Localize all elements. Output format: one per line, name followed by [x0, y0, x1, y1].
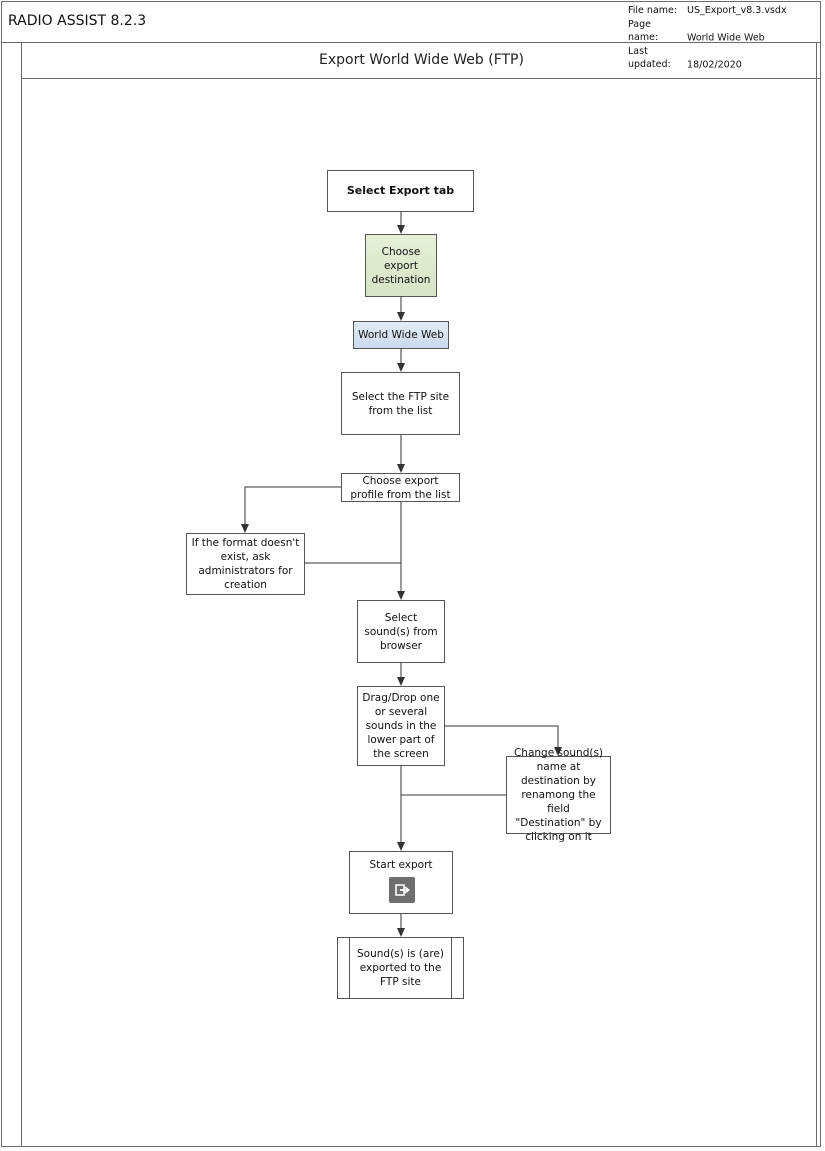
choose-profile-label: Choose export profile from the list [350, 474, 451, 501]
start-export-step: Start export [349, 851, 453, 914]
select-sounds-step: Select sound(s) from browser [357, 600, 445, 663]
swimlane-left-border [1, 43, 22, 1147]
last-updated-value: 18/02/2020 [687, 59, 742, 70]
world-wide-web-label: World Wide Web [358, 329, 444, 341]
page-name-row: Page name: World Wide Web [628, 18, 787, 45]
drag-drop-step: Drag/Drop one or several sounds in the l… [357, 686, 445, 766]
choose-profile-step: Choose export profile from the list [341, 473, 460, 502]
subprocess-left-bar [349, 938, 350, 998]
file-name-label: File name: [628, 5, 678, 16]
connector-profile-to-format [241, 486, 341, 533]
swimlane-right-border [816, 43, 821, 1147]
select-sounds-label: Select sound(s) from browser [364, 611, 438, 652]
select-ftp-site-step: Select the FTP site from the list [341, 372, 460, 435]
document-meta: File name: US_Export_v8.3.vsdx Page name… [628, 4, 787, 72]
select-ftp-site-label: Select the FTP site from the list [351, 390, 450, 417]
page-name-label: Page name: [628, 18, 659, 44]
last-updated-label: Last updated: [628, 45, 671, 71]
select-export-tab-label: Select Export tab [346, 184, 455, 197]
swimlane-title: Export World Wide Web (FTP) [319, 52, 524, 68]
drag-drop-label: Drag/Drop one or several sounds in the l… [362, 692, 440, 760]
page-header: RADIO ASSIST 8.2.3 File name: US_Export_… [1, 1, 821, 70]
app-title: RADIO ASSIST 8.2.3 [8, 13, 147, 29]
connector-drag-to-change [445, 725, 562, 756]
page-name-value: World Wide Web [687, 32, 765, 43]
format-missing-label: If the format doesn't exist, ask adminis… [191, 537, 300, 591]
swimlane-header: Export World Wide Web (FTP) [22, 43, 821, 79]
start-export-label: Start export [369, 859, 433, 871]
export-icon [389, 877, 415, 903]
file-name-value: US_Export_v8.3.vsdx [687, 5, 787, 16]
exported-subprocess: Sound(s) is (are) exported to the FTP si… [337, 937, 464, 999]
format-missing-note: If the format doesn't exist, ask adminis… [186, 533, 305, 595]
change-name-label: Change sound(s) name at destination by r… [513, 747, 604, 843]
world-wide-web-option: World Wide Web [353, 321, 449, 349]
subprocess-right-bar [451, 938, 452, 998]
last-updated-row: Last updated: 18/02/2020 [628, 45, 787, 72]
file-name-row: File name: US_Export_v8.3.vsdx [628, 4, 787, 18]
select-export-tab-step: Select Export tab [327, 170, 474, 212]
change-name-step: Change sound(s) name at destination by r… [506, 747, 611, 843]
exported-label: Sound(s) is (are) exported to the FTP si… [357, 948, 444, 988]
choose-destination-step: Choose export destination [365, 234, 437, 297]
choose-destination-label: Choose export destination [371, 245, 431, 286]
